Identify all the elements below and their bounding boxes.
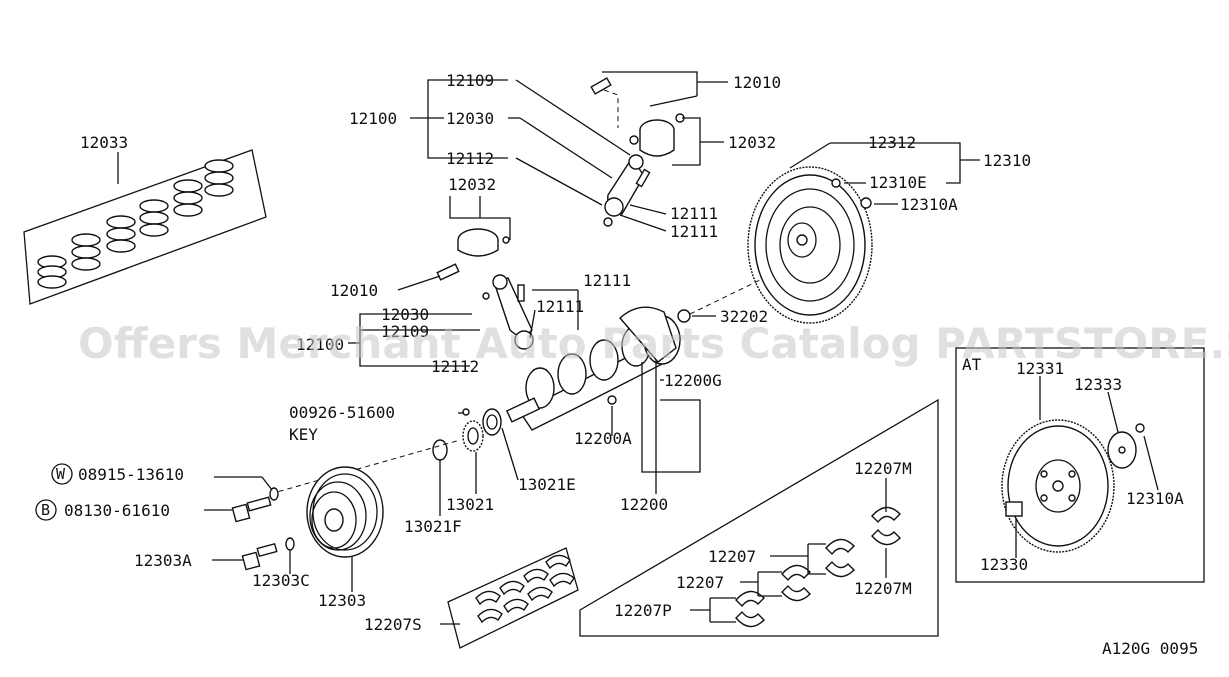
label-12100: 12100: [296, 335, 344, 354]
label-12111: 12111: [670, 222, 718, 241]
label-12032: 12032: [728, 133, 776, 152]
label-12207M: 12207M: [854, 579, 912, 598]
diagram-code: A120G 0095: [1102, 639, 1198, 658]
w-symbol: W: [56, 465, 66, 483]
label-12109: 12109: [381, 322, 429, 341]
bearing-set: 12207S: [364, 547, 579, 649]
label-08130-61610: 08130-61610: [64, 501, 170, 520]
label-12030: 12030: [446, 109, 494, 128]
label-12207P: 12207P: [614, 601, 672, 620]
label-12303A: 12303A: [134, 551, 192, 570]
label-00926-51600: 00926-51600: [289, 403, 395, 422]
at-drive-plate-box: AT 12331 12333 12310A 12330: [955, 347, 1205, 583]
lower-piston-group: 12111 12032 12010 12030 12109 12100 1211…: [296, 175, 631, 376]
label-12303: 12303: [318, 591, 366, 610]
label-12310A: 12310A: [900, 195, 958, 214]
b-symbol: B: [41, 501, 50, 519]
label-12200: 12200: [620, 495, 668, 514]
label-12111: 12111: [536, 297, 584, 316]
label-12010: 12010: [733, 73, 781, 92]
label-12111: 12111: [670, 204, 718, 223]
bearing-shells-box: 12207M 12207 12207 12207P 12207M: [579, 398, 939, 637]
label-12030: 12030: [381, 305, 429, 324]
label-12207: 12207: [676, 573, 724, 592]
label-12310A: 12310A: [1126, 489, 1184, 508]
label-12111: 12111: [583, 271, 631, 290]
label-12200G: 12200G: [664, 371, 722, 390]
piston-rings-set: 12033: [23, 133, 267, 305]
label-13021F: 13021F: [404, 517, 462, 536]
at-label: AT: [962, 355, 982, 374]
label-12112: 12112: [431, 357, 479, 376]
label-12112: 12112: [446, 149, 494, 168]
flywheel: 12312 12310 12310E 12310A: [747, 133, 1031, 324]
label-12032: 12032: [448, 175, 496, 194]
label-12331: 12331: [1016, 359, 1064, 378]
label-08915-13610: 08915-13610: [78, 465, 184, 484]
label-12109: 12109: [446, 71, 494, 90]
label-12312: 12312: [868, 133, 916, 152]
label-12033: 12033: [80, 133, 128, 152]
label-13021: 13021: [446, 495, 494, 514]
label-12303C: 12303C: [252, 571, 310, 590]
label-12310E: 12310E: [869, 173, 927, 192]
label-12310: 12310: [983, 151, 1031, 170]
label-12200A: 12200A: [574, 429, 632, 448]
watermark: Offers Merchant Auto Parts Catalog PARTS…: [78, 319, 1229, 368]
label-12207S: 12207S: [364, 615, 422, 634]
label-12330: 12330: [980, 555, 1028, 574]
pulley-group: W B 08915-13610 08130-61610 12303A 12303…: [35, 463, 384, 610]
sprocket-group: 00926-51600 KEY 13021E 13021 13021F: [269, 403, 576, 536]
label-12010: 12010: [330, 281, 378, 300]
label-12333: 12333: [1074, 375, 1122, 394]
label-key: KEY: [289, 425, 318, 444]
label-13021E: 13021E: [518, 475, 576, 494]
crankshaft: 32202 12200G 12200A 12200: [505, 279, 768, 514]
label-32202: 32202: [720, 307, 768, 326]
upper-piston-group: 12109 12010 12100 12030 12032 12112 1211…: [349, 71, 781, 241]
label-12207: 12207: [708, 547, 756, 566]
label-12207M: 12207M: [854, 459, 912, 478]
label-12100: 12100: [349, 109, 397, 128]
